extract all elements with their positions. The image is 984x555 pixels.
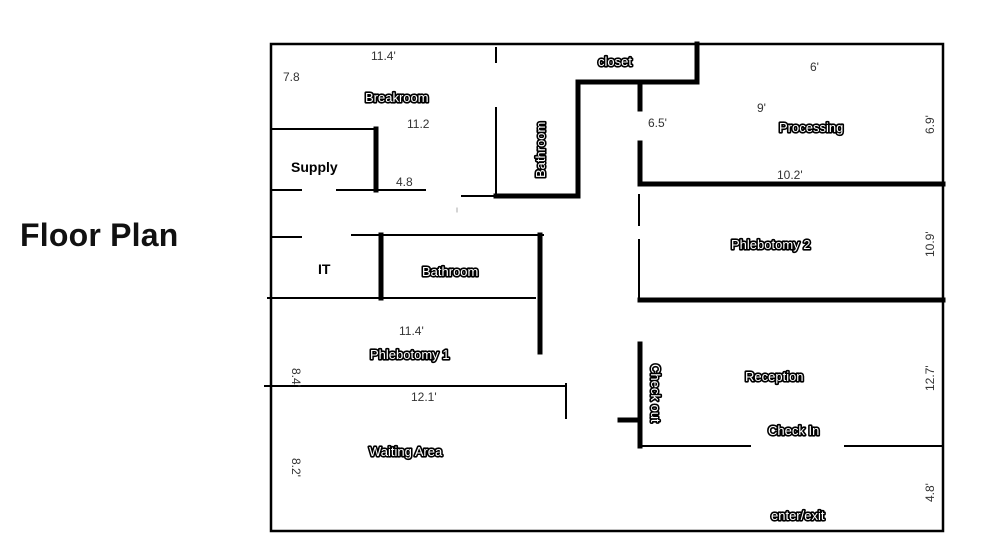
dim-phlebotomy1-height: 8.4' bbox=[289, 368, 303, 387]
label-processing: Processing bbox=[779, 120, 843, 135]
dim-supply-width: 4.8 bbox=[396, 175, 413, 189]
label-phlebotomy2: Phlebotomy 2 bbox=[731, 237, 811, 252]
label-check-in: Check In bbox=[768, 423, 819, 438]
label-closet: closet bbox=[598, 54, 632, 69]
dim-processing-width: 6' bbox=[810, 60, 819, 74]
outer-wall bbox=[269, 42, 945, 533]
label-bathroom-lower: Bathroom bbox=[422, 264, 478, 279]
dim-reception-height: 12.7' bbox=[923, 365, 937, 391]
label-waiting-area: Waiting Area bbox=[369, 444, 443, 459]
dim-processing-inner: 9' bbox=[757, 101, 766, 115]
dim-breakroom-inner: 11.2 bbox=[407, 117, 430, 131]
label-supply: Supply bbox=[291, 159, 338, 175]
label-reception: Reception bbox=[745, 369, 804, 384]
dim-phlebotomy2-height: 10.9' bbox=[923, 231, 937, 257]
dim-processing-left: 6.5' bbox=[648, 116, 667, 130]
dim-phlebotomy2-width: 10.2' bbox=[777, 168, 803, 182]
page-title: Floor Plan bbox=[20, 217, 179, 253]
dim-phlebotomy1-width: 11.4' bbox=[399, 324, 424, 338]
label-phlebotomy1: Phlebotomy 1 bbox=[370, 347, 450, 362]
dim-breakroom-width: 11.4' bbox=[371, 49, 396, 63]
label-it: IT bbox=[318, 261, 331, 277]
dim-breakroom-height: 7.8 bbox=[283, 70, 300, 84]
dim-entry-height: 4.8' bbox=[923, 483, 937, 502]
label-enter-exit: enter/exit bbox=[771, 508, 825, 523]
dim-waiting-height: 8.2' bbox=[289, 458, 303, 477]
label-check-out: Check out bbox=[648, 364, 663, 423]
label-bathroom-upper: Bathroom bbox=[533, 122, 548, 178]
dim-processing-height: 6.9' bbox=[923, 115, 937, 134]
dim-waiting-width: 12.1' bbox=[411, 390, 437, 404]
label-breakroom: Breakroom bbox=[365, 90, 429, 105]
